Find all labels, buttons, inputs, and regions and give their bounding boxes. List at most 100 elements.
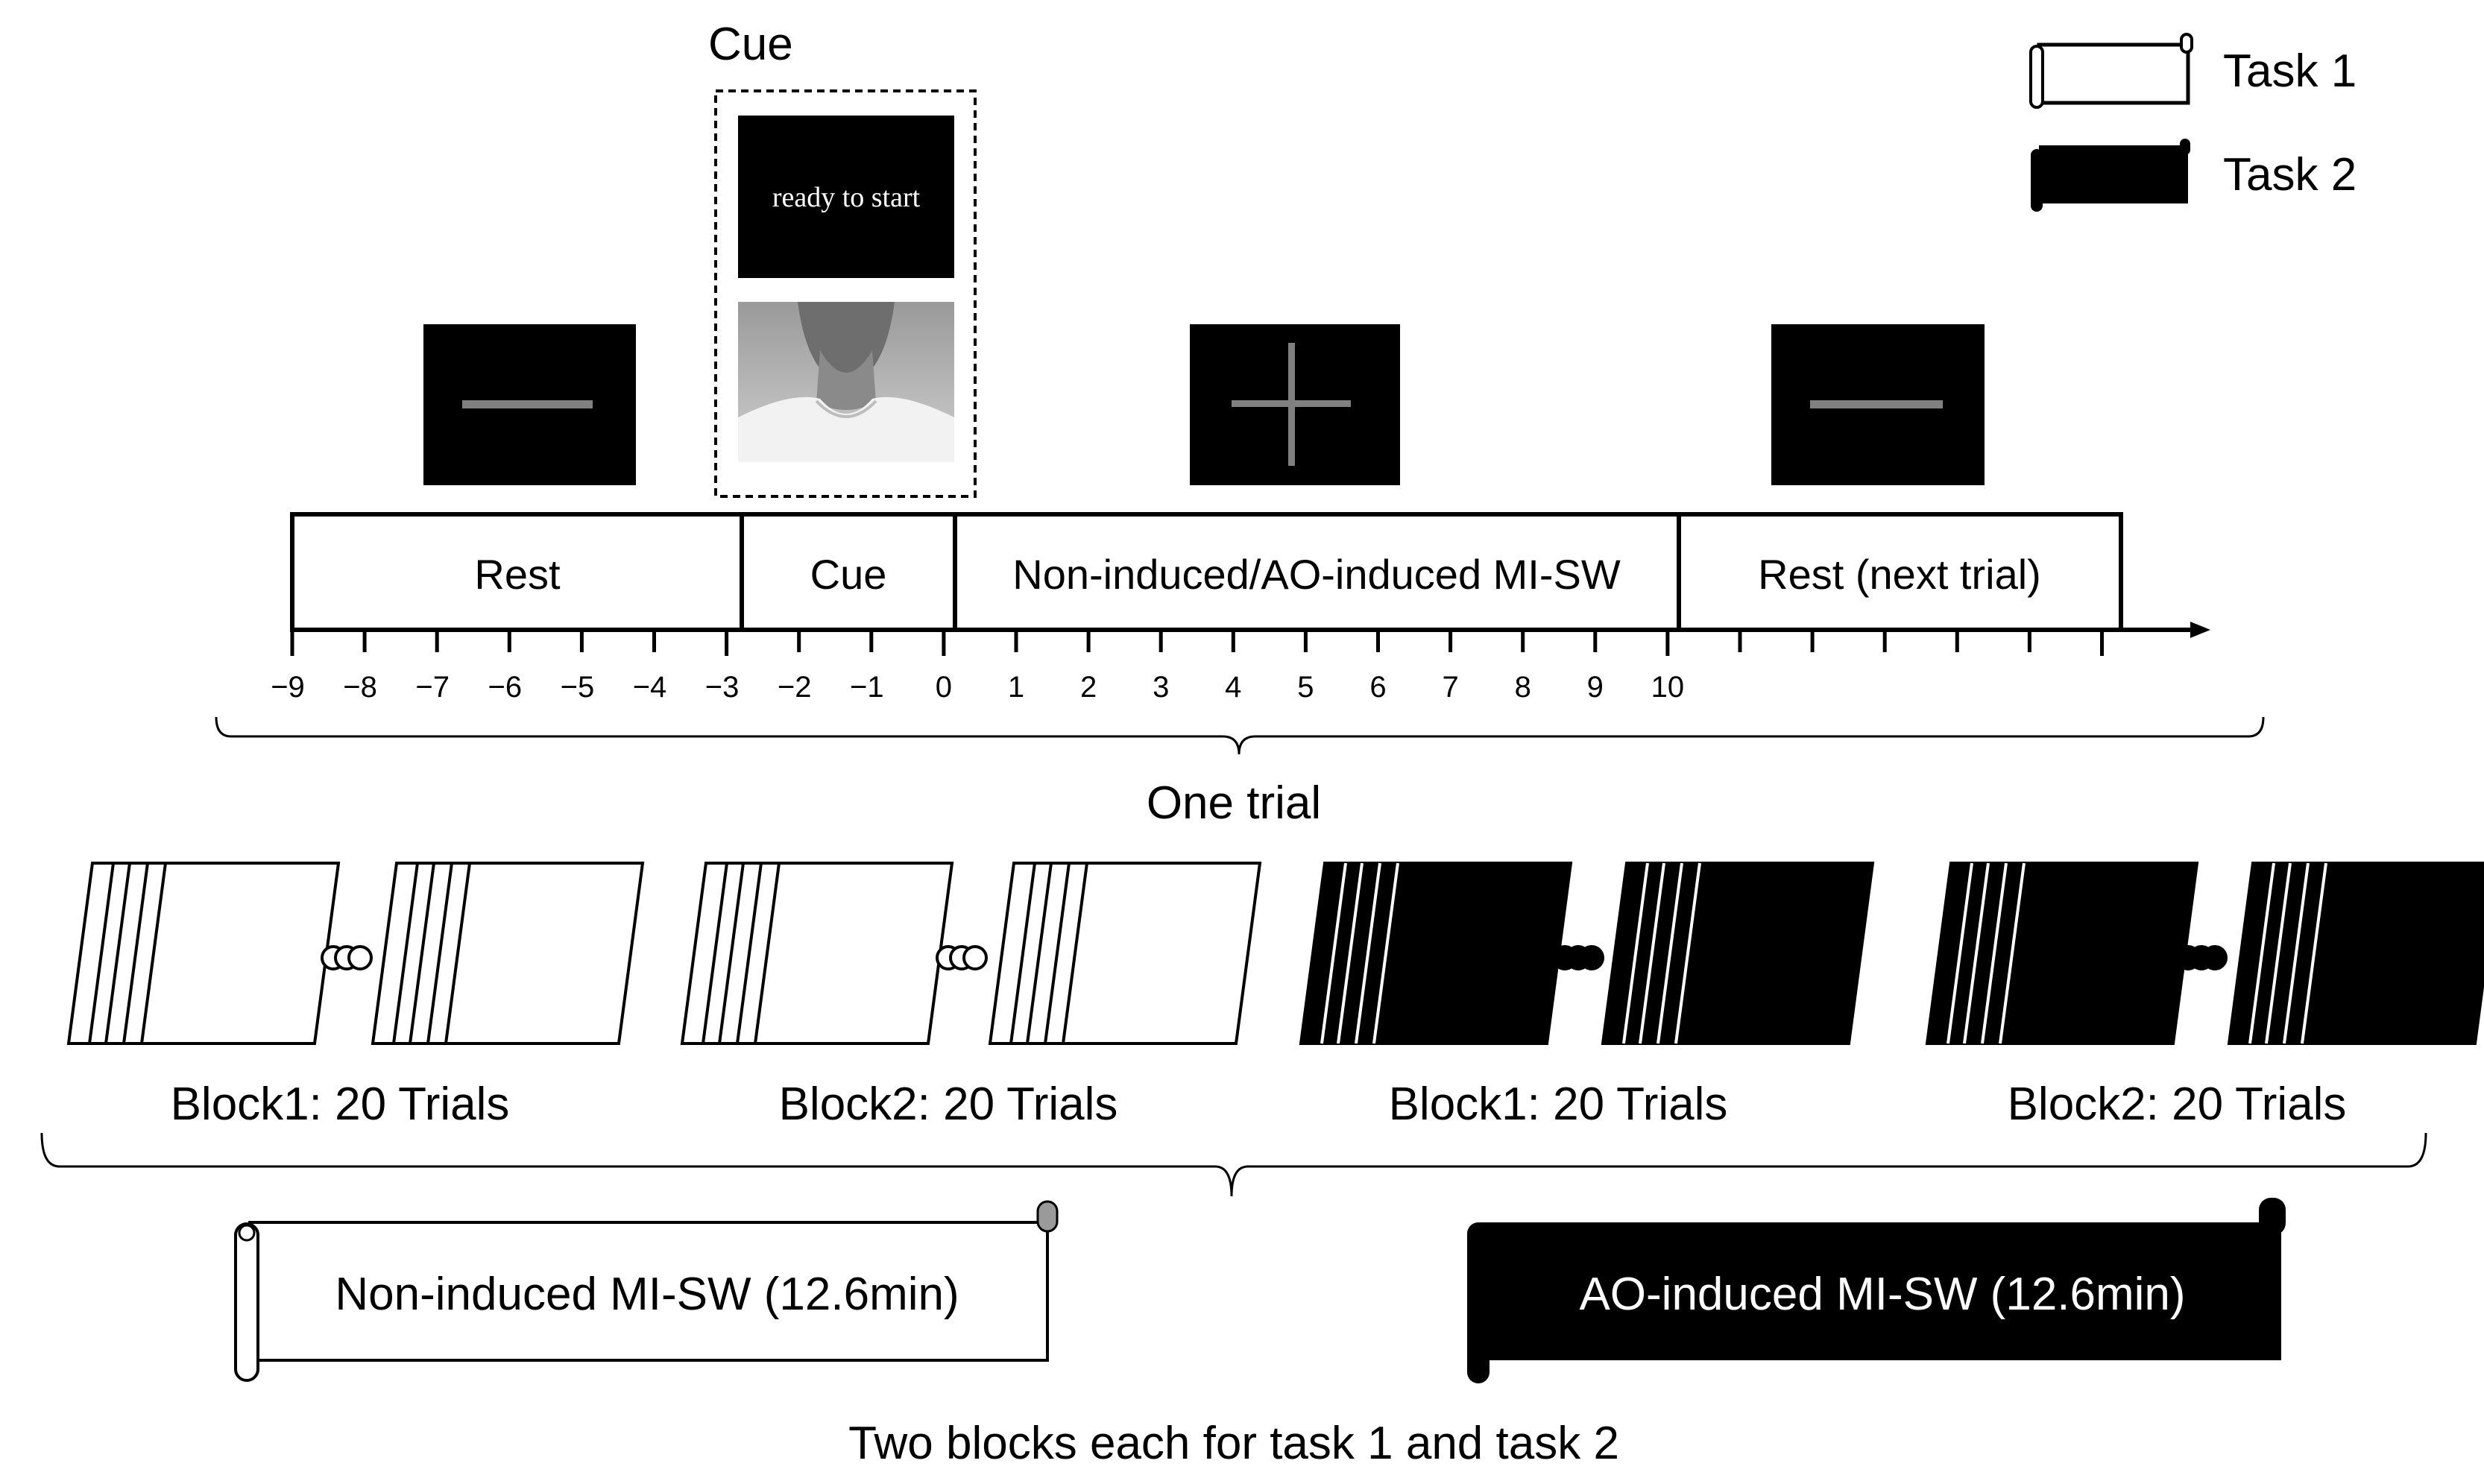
block-label: Block2: 20 Trials (779, 1079, 1118, 1130)
trial-stripe (1622, 862, 1649, 1044)
ellipsis-dots-icon (936, 945, 988, 970)
trial-stripe (1639, 862, 1665, 1044)
phase-label: Non-induced/AO-induced MI-SW (1012, 551, 1621, 598)
rest-dash-screen-icon (462, 400, 593, 408)
trial-stripe (1999, 862, 2026, 1044)
trial-label: One trial (1147, 777, 1321, 829)
block-group (680, 862, 1262, 1045)
tick-label: 10 (1651, 671, 1685, 704)
cue-screen-text: ready to start (772, 182, 921, 213)
fixation-cross-screen-icon (1232, 343, 1351, 466)
tick-label: 9 (1587, 671, 1604, 704)
tick-label: 0 (936, 671, 952, 704)
axis-arrow-icon (2190, 622, 2210, 638)
trial-stripe (2283, 862, 2310, 1044)
tick-label: −9 (271, 671, 305, 704)
trial-stack (680, 862, 954, 1045)
legend-task2-label: Task 2 (2223, 149, 2357, 201)
tick-label: −4 (633, 671, 667, 704)
trial-stripe (702, 862, 728, 1044)
trial-stripe (1337, 862, 1364, 1044)
fixation-screen (1190, 324, 1400, 485)
trial-stripe (1372, 862, 1399, 1044)
trial-stripe (718, 862, 745, 1044)
legend: Task 1 Task 2 (2029, 33, 2357, 212)
trial-stack (1299, 862, 1573, 1045)
tick-label: 1 (1008, 671, 1024, 704)
cue-panel-title: Cue (708, 19, 793, 70)
ellipsis-dots-icon (321, 945, 373, 970)
task2-scroll-banner: AO-induced MI-SW (12.6min) (1467, 1198, 2286, 1383)
phase-label: Cue (810, 551, 887, 598)
tick-label: 4 (1225, 671, 1241, 704)
legend-task1-scroll-icon (2029, 33, 2193, 109)
rest-dash-screen-icon (1810, 400, 1943, 408)
tick-label: −2 (778, 671, 812, 704)
trial-stripe (1963, 862, 1990, 1044)
blocks-row (66, 862, 2484, 1045)
block-label: Block1: 20 Trials (1389, 1079, 1728, 1130)
rest-next-screen (1771, 324, 1985, 485)
trial-stripe (122, 862, 149, 1044)
block-label: Block1: 20 Trials (171, 1079, 510, 1130)
trial-stripe (1946, 862, 1973, 1044)
trial-stripe (1062, 862, 1088, 1044)
trial-stripe (2248, 862, 2275, 1044)
cue-panel: ready to start (714, 89, 977, 498)
trial-stack (371, 862, 645, 1045)
task1-scroll-banner: Non-induced MI-SW (12.6min) (234, 1200, 1059, 1382)
trial-stripe (1026, 862, 1053, 1044)
tick-label: −1 (850, 671, 884, 704)
block-group (1299, 862, 1875, 1045)
task1-label: Non-induced MI-SW (12.6min) (335, 1269, 959, 1320)
trial-stripe (104, 862, 131, 1044)
phase-label: Rest (474, 551, 561, 598)
trial-stripe (1674, 862, 1701, 1044)
trial-stripe (1044, 862, 1071, 1044)
trial-stripe (140, 862, 167, 1044)
legend-task1-label: Task 1 (2223, 45, 2357, 97)
tick-label: 5 (1297, 671, 1314, 704)
trial-stripe (1355, 862, 1381, 1044)
trial-stack (1925, 862, 2199, 1045)
trial-stripe (1009, 862, 1036, 1044)
neck-photo-icon (738, 302, 954, 462)
trial-brace (215, 716, 2265, 755)
tick-label: −5 (561, 671, 595, 704)
block-group (66, 862, 645, 1045)
session-brace (40, 1132, 2427, 1197)
trial-stripe (88, 862, 115, 1044)
tick-label: −7 (415, 671, 450, 704)
trial-stripe (2265, 862, 2292, 1044)
phase-timeline: Rest Cue Non-induced/AO-induced MI-SW Re… (290, 512, 2123, 632)
tick-label: −8 (343, 671, 377, 704)
trial-stripe (1981, 862, 2008, 1044)
block-group (1925, 862, 2484, 1045)
trial-stripe (444, 862, 471, 1044)
trial-stack (988, 862, 1262, 1045)
task2-label: AO-induced MI-SW (12.6min) (1579, 1269, 2185, 1320)
trial-stack (2227, 862, 2484, 1045)
tick-label: 3 (1153, 671, 1169, 704)
tick-label: 6 (1369, 671, 1386, 704)
trial-stripe (409, 862, 435, 1044)
rest-screen (423, 324, 636, 485)
trial-stripe (736, 862, 763, 1044)
trial-stripe (1656, 862, 1683, 1044)
tick-label: −3 (705, 671, 740, 704)
caption: Two blocks each for task 1 and task 2 (848, 1418, 1619, 1469)
trial-stripe (754, 862, 781, 1044)
trial-stripe (1320, 862, 1347, 1044)
ellipsis-dots-icon (1552, 945, 1604, 970)
block-label: Block2: 20 Trials (2008, 1079, 2347, 1130)
phase-label: Rest (next trial) (1758, 551, 2041, 598)
trial-stripe (426, 862, 453, 1044)
legend-task2-scroll-icon (2031, 139, 2190, 212)
ellipsis-dots-icon (2175, 945, 2228, 970)
trial-stripe (392, 862, 419, 1044)
tick-label: 8 (1515, 671, 1531, 704)
trial-stripe (2301, 862, 2327, 1044)
tick-label: 2 (1080, 671, 1097, 704)
